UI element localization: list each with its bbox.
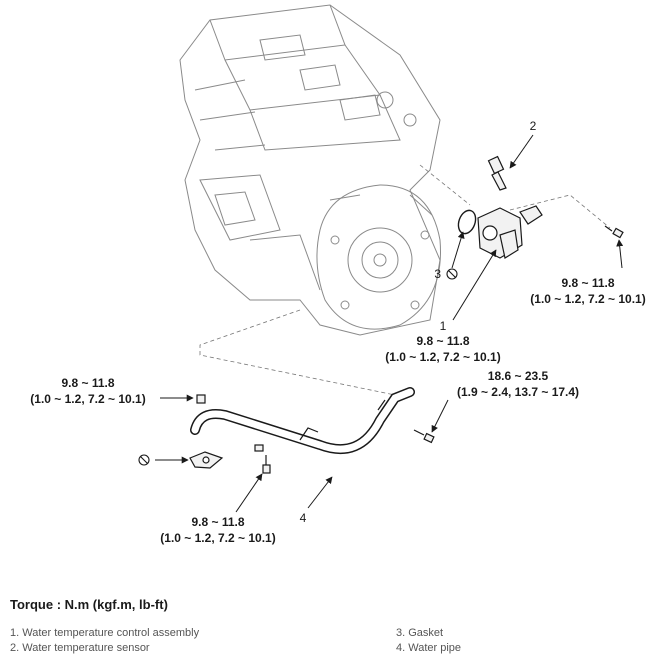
legend-item: 2. Water temperature sensor bbox=[10, 642, 150, 654]
torque-item-1: 9.8 ~ 11.8 bbox=[416, 334, 469, 348]
nut-left bbox=[196, 394, 206, 404]
bolt-pipe bbox=[413, 429, 435, 444]
legend-item: 4. Water pipe bbox=[396, 642, 462, 654]
torque-bolt-pipe: 18.6 ~ 23.5 bbox=[488, 369, 549, 383]
torque-bolt-pipe-alt: (1.9 ~ 2.4, 13.7 ~ 17.4) bbox=[457, 385, 579, 399]
pipe-flange-gasket bbox=[189, 451, 224, 469]
callout-2: 2 bbox=[530, 119, 537, 133]
legend-right: 3. Gasket 4. Water pipe bbox=[396, 626, 461, 656]
callout-3: 3 bbox=[434, 267, 441, 281]
legend-item: 1. Water temperature control assembly bbox=[10, 627, 200, 639]
leader-lines bbox=[155, 134, 624, 513]
callout-4: 4 bbox=[300, 511, 307, 525]
torque-bolt-bottom-alt: (1.0 ~ 1.2, 7.2 ~ 10.1) bbox=[160, 531, 275, 545]
no-reuse-icon bbox=[446, 268, 458, 280]
bolt-right bbox=[604, 225, 624, 239]
torque-bolt-left: 9.8 ~ 11.8 bbox=[61, 376, 114, 390]
water-pipe bbox=[190, 387, 415, 454]
torque-title: Torque : N.m (kgf.m, lb-ft) bbox=[10, 597, 168, 612]
assembly-lines bbox=[199, 164, 611, 396]
water-temperature-sensor bbox=[487, 155, 507, 191]
water-temperature-control-assembly bbox=[477, 205, 543, 259]
gasket-ring bbox=[457, 209, 477, 235]
torque-bolt-bottom: 9.8 ~ 11.8 bbox=[191, 515, 244, 529]
callout-1: 1 bbox=[440, 319, 447, 333]
engine-block bbox=[179, 4, 441, 336]
torque-bolt-right: 9.8 ~ 11.8 bbox=[561, 276, 614, 290]
legend-left: 1. Water temperature control assembly 2.… bbox=[10, 626, 199, 656]
no-reuse-icon bbox=[138, 454, 150, 466]
torque-item-1-alt: (1.0 ~ 1.2, 7.2 ~ 10.1) bbox=[385, 350, 500, 364]
torque-bolt-left-alt: (1.0 ~ 1.2, 7.2 ~ 10.1) bbox=[30, 392, 145, 406]
torque-bolt-right-alt: (1.0 ~ 1.2, 7.2 ~ 10.1) bbox=[530, 292, 645, 306]
legend-item: 3. Gasket bbox=[396, 627, 444, 639]
bolt-bottom bbox=[262, 455, 271, 474]
